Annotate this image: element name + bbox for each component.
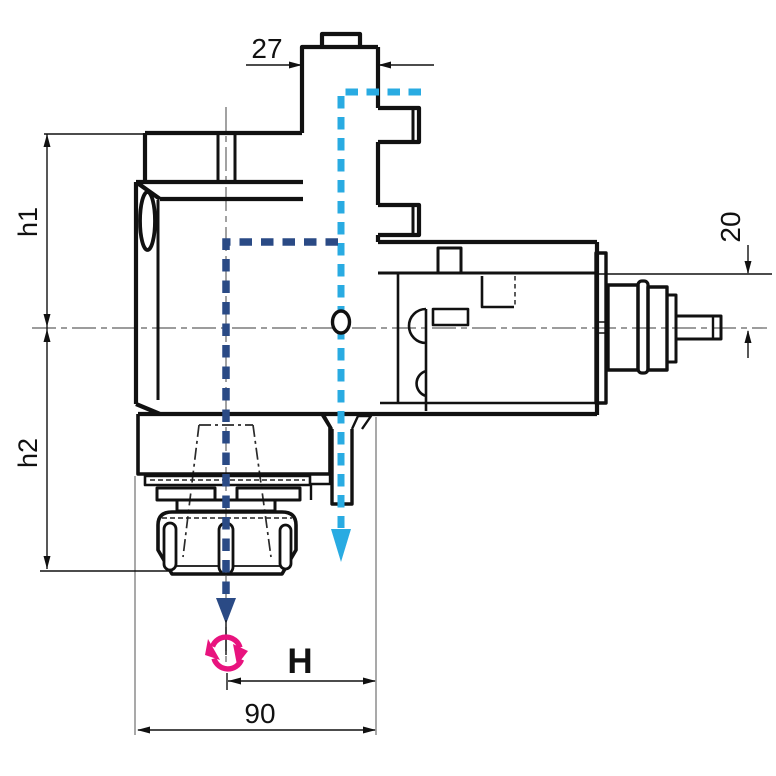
dim-90-arrow-left: [137, 726, 150, 734]
dim-h2-arrow-up: [43, 329, 51, 342]
dim-27-arrow-left: [378, 61, 391, 69]
wrench-slot-right: [278, 523, 293, 571]
spindle-flange: [136, 413, 332, 476]
dim-20-arrow-up: [744, 330, 752, 343]
coupling-flange-marks: [596, 321, 606, 334]
coolant-flow-line: [337, 88, 421, 528]
dimension-27: 27: [246, 33, 434, 69]
dimension-90: 90: [137, 698, 376, 734]
dim-H-arrow-left: [228, 677, 241, 685]
coolant-tube: [322, 414, 373, 506]
tool-axis-flow-line: [222, 238, 338, 597]
spacer-ring-left: [155, 486, 217, 502]
dimension-20: 20: [598, 211, 772, 358]
dim-label-h2: h2: [13, 438, 43, 468]
phantom-collet-path: [182, 424, 272, 558]
coolant-port-hole: [330, 309, 352, 335]
spindle-collet-assembly: [136, 413, 332, 576]
extension-lines: [134, 417, 377, 735]
coolant-flow-arrow: [331, 529, 351, 562]
tool-axis-flow-path: [216, 238, 338, 655]
dim-h1-arrow-down: [43, 314, 51, 327]
coolant-tube-chamfers: [322, 414, 373, 430]
dim-label-H: H: [287, 642, 312, 681]
flange-step: [309, 474, 332, 500]
dim-label-90: 90: [244, 698, 275, 729]
rotation-arc-bottom: [211, 657, 245, 672]
spindle-rotation-icon: [205, 634, 248, 672]
gear-key-block: [431, 307, 470, 327]
dim-h1-arrow-up: [43, 134, 51, 147]
wrench-slot-left: [162, 521, 178, 572]
dim-H-arrow-right: [363, 677, 376, 685]
rotation-arrowhead-left: [205, 639, 220, 660]
dim-label-20: 20: [715, 211, 746, 242]
collet-nut: [156, 510, 298, 576]
dim-27-arrow-right: [289, 61, 302, 69]
tool-axis-flow-arrow: [216, 598, 236, 624]
dim-h2-arrow-down: [43, 556, 51, 569]
phantom-collet: [182, 424, 272, 558]
rotation-arrowhead-right: [233, 644, 248, 665]
coupling-flange-plate: [594, 251, 608, 405]
dim-90-arrow-right: [363, 726, 376, 734]
dim-20-arrow-down: [744, 261, 752, 274]
tool-holder-body: [133, 31, 600, 417]
drive-shaft-tip: [674, 314, 723, 341]
drive-coupling: [594, 251, 723, 405]
upper-body-details: [156, 108, 597, 400]
spacer-ring-right: [235, 486, 302, 502]
centerlines: [32, 107, 767, 668]
rotation-arc-top: [209, 634, 243, 649]
dimension-h1-h2: h1 h2: [13, 133, 170, 572]
dim-label-27: 27: [251, 33, 282, 64]
coolant-flow-path: [331, 88, 421, 562]
gearbox-internals: [380, 273, 597, 411]
dim-label-h1: h1: [13, 207, 43, 237]
clamp-hole: [138, 190, 157, 252]
dimension-H: H: [226, 642, 376, 690]
